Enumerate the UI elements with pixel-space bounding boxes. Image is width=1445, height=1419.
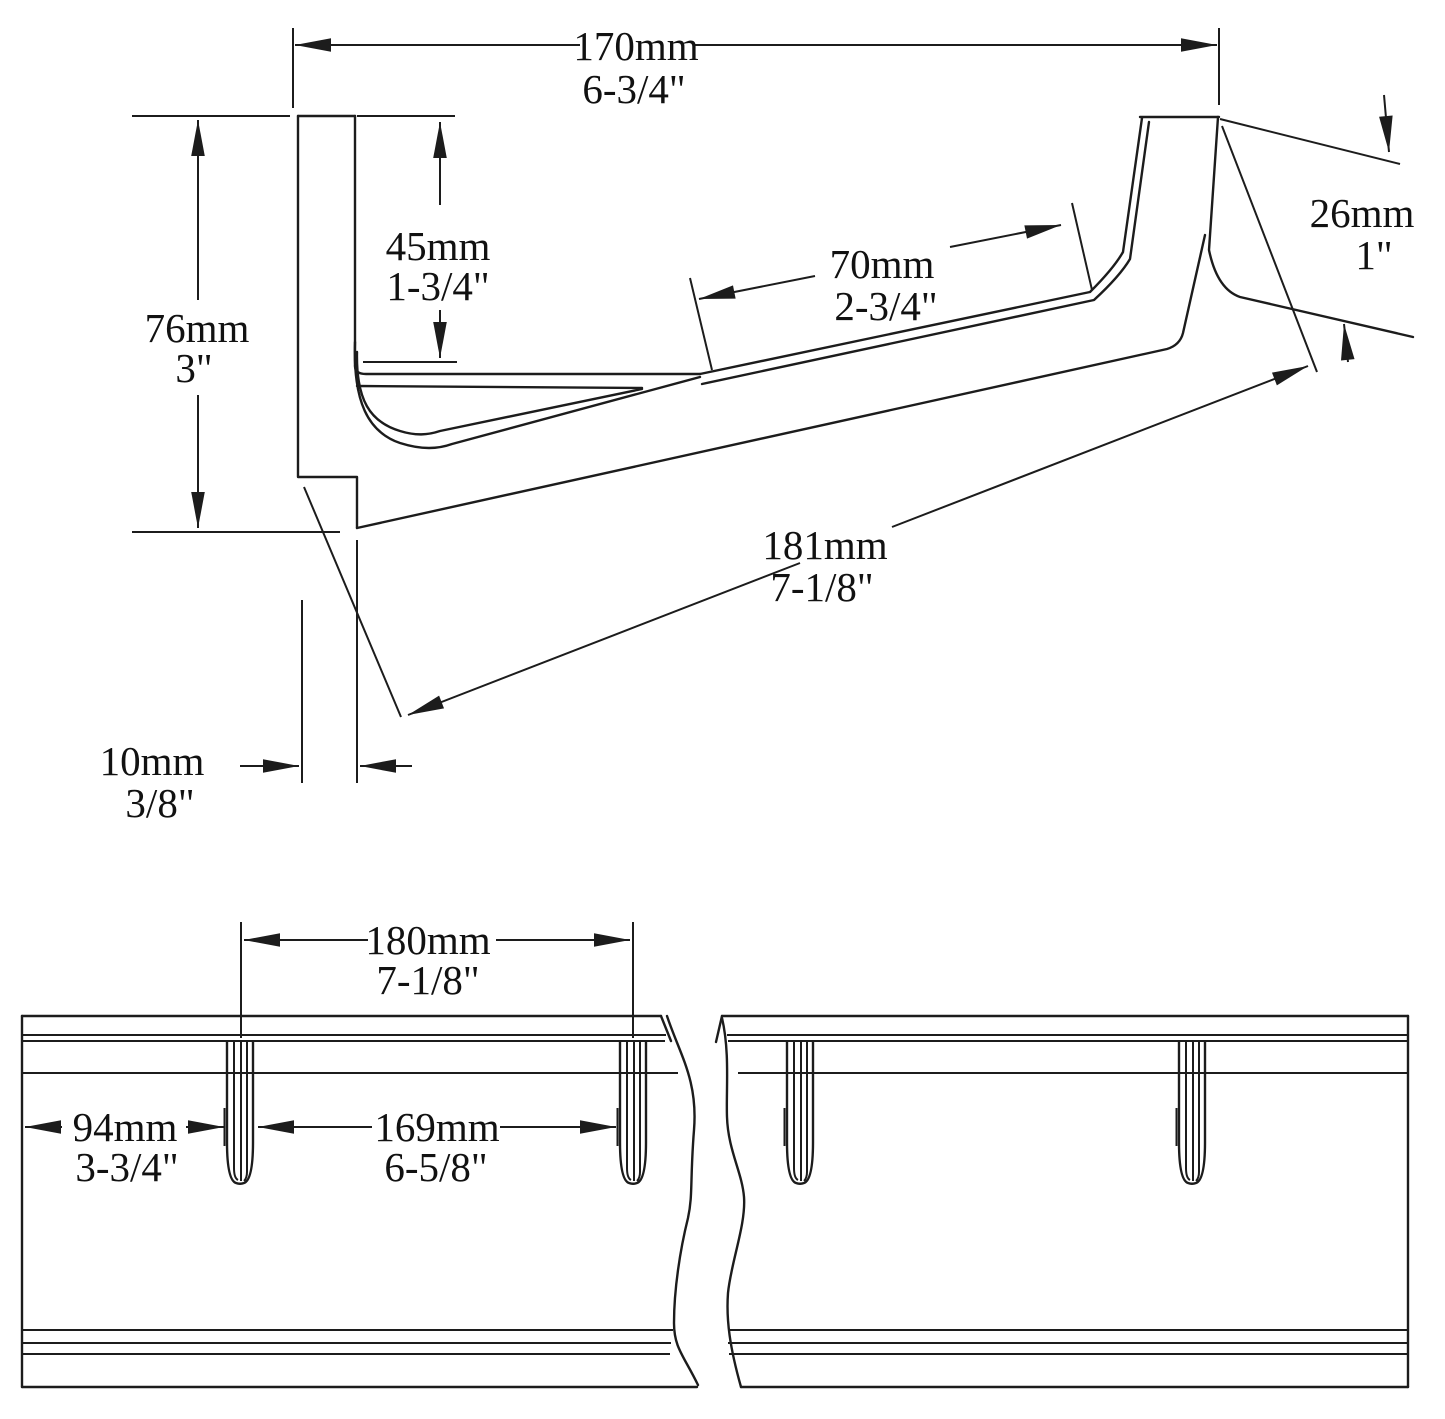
dim-181-mm: 181mm [762,522,887,568]
dim-94-mm: 94mm [73,1104,178,1150]
bottom-slope-edge [355,233,1207,530]
dim-26-mm: 26mm [1310,190,1415,236]
dim-94-inch: 3-3/4" [75,1144,178,1190]
shelf-top-surface [353,364,702,376]
dim-wall-thickness: 10mm 3/8" [100,540,412,826]
dim-10-inch: 3/8" [125,780,194,826]
rail-end-chamfer [659,1014,673,1043]
dim-slant-length: 181mm 7-1/8" [303,125,1318,718]
dim-70-inch: 2-3/4" [834,283,937,329]
panel-top-line [698,116,1144,376]
dim-back-height: 76mm 3" [132,115,340,533]
hanger-tab [783,1040,815,1185]
rail-right-section [714,1014,1410,1389]
dim-lip-drop: 45mm 1-3/4" [357,115,491,363]
wall-outer-face [296,114,359,530]
dim-169-mm: 169mm [374,1104,499,1150]
hanger-tab [1175,1040,1207,1185]
dim-hook-lip: 26mm 1" [1219,94,1415,363]
rail-start-chamfer [714,1014,724,1044]
dim-45-mm: 45mm [386,223,491,269]
hook-right-face [1207,115,1415,339]
dim-overall-width: 170mm 6-3/4" [292,23,1220,112]
dim-10-mm: 10mm [100,738,205,784]
gusset-inner-curve [355,350,644,436]
dim-tab-pitch: 180mm 7-1/8" [240,917,634,1038]
break-line-left [665,1014,700,1387]
cross-section-view: 170mm 6-3/4" 76mm 3" 45mm 1-3/4" [100,23,1415,826]
break-line-right [720,1016,746,1389]
dim-180-mm: 180mm [365,917,490,963]
hanger-tab [223,1040,255,1185]
dim-end-offset: 94mm 3-3/4" [25,1104,224,1190]
dim-26-inch: 1" [1355,232,1392,278]
dim-170-inch: 6-3/4" [582,66,685,112]
dim-76-inch: 3" [175,345,212,391]
dim-170-mm: 170mm [573,23,698,69]
panel-bottom-line [700,120,1151,386]
dim-45-inch: 1-3/4" [386,263,489,309]
dim-180-inch: 7-1/8" [376,957,479,1003]
dim-76-mm: 76mm [145,305,250,351]
shelf-underside [355,384,644,390]
dim-panel-run: 70mm 2-3/4" [689,202,1093,371]
dim-181-inch: 7-1/8" [770,564,873,610]
hanger-tab [616,1040,648,1185]
front-view: 180mm 7-1/8" 94mm 3-3/4" 169mm 6-5/8" [20,917,1410,1389]
rail-left-section [20,1014,700,1389]
dim-169-inch: 6-5/8" [384,1144,487,1190]
dim-70-mm: 70mm [830,241,935,287]
gusset-outer-curve [353,340,702,450]
dim-clear-span: 169mm 6-5/8" [258,1104,616,1190]
